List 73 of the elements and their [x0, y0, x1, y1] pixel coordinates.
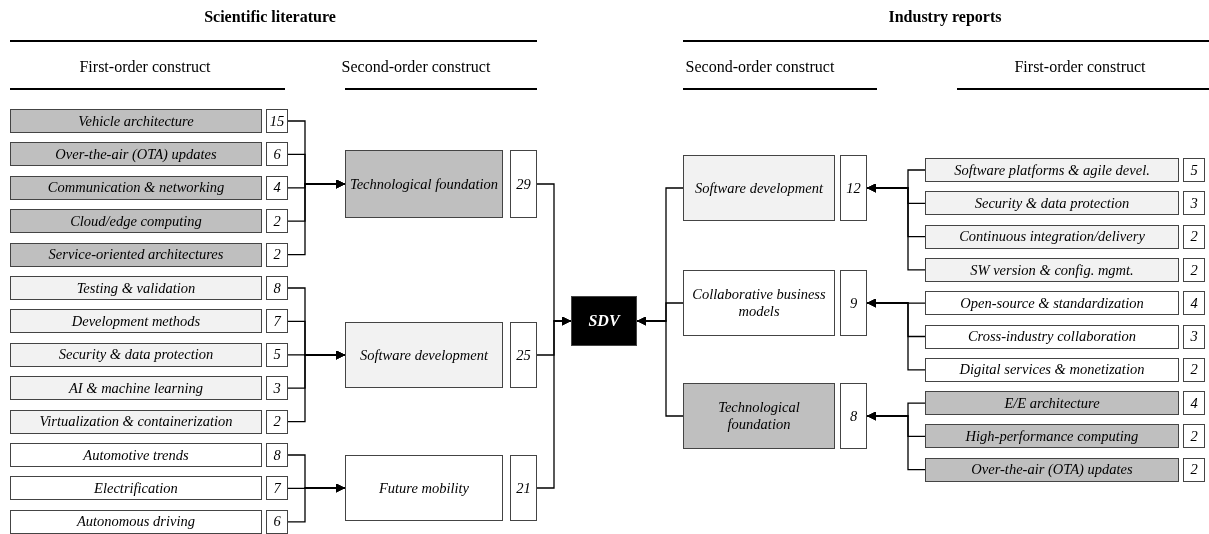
construct-box: Testing & validation [10, 276, 262, 300]
construct-box: Virtualization & containerization [10, 409, 262, 434]
construct-box: Technological foundation [345, 150, 503, 218]
construct-box: Cross-industry collaboration [925, 324, 1179, 349]
arrow [287, 179, 346, 256]
count-box: 3 [1183, 191, 1205, 216]
construct-box: Service-oriented architectures [10, 242, 262, 267]
count-box: 29 [510, 150, 537, 218]
arrow [866, 298, 926, 371]
construct-box: Cloud/edge computing [10, 209, 262, 234]
construct-box: AI & machine learning [10, 376, 262, 401]
count-box: 21 [510, 455, 537, 521]
construct-box: Vehicle architecture [10, 109, 262, 133]
count-box: 2 [266, 209, 288, 234]
arrow [536, 316, 572, 489]
count-box: 8 [266, 276, 288, 300]
count-box: 12 [840, 155, 867, 221]
construct-box: Open-source & standardization [925, 291, 1179, 316]
construct-box: Software platforms & agile devel. [925, 158, 1179, 182]
construct-box: Development methods [10, 309, 262, 334]
count-box: 2 [266, 242, 288, 267]
construct-box: Continuous integration/delivery [925, 224, 1179, 249]
construct-box: Collaborative business models [683, 270, 835, 336]
count-box: 2 [1183, 224, 1205, 249]
count-box: 6 [266, 509, 288, 534]
count-box: 7 [266, 309, 288, 334]
construct-box: Digital services & monetization [925, 357, 1179, 382]
count-box: 2 [1183, 424, 1205, 449]
column-heading: Second-order construct [684, 58, 836, 76]
construct-box: Software development [683, 155, 835, 221]
arrow [287, 350, 346, 423]
arrow [866, 411, 926, 471]
count-box: 8 [840, 383, 867, 449]
count-box: 8 [266, 443, 288, 467]
count-box: 3 [266, 376, 288, 401]
count-box: 4 [1183, 291, 1205, 316]
arrow [287, 483, 346, 523]
section-heading: Scientific literature [203, 8, 337, 26]
count-box: 2 [1183, 457, 1205, 482]
construct-box: Technological foundation [683, 383, 835, 449]
column-heading: First-order construct [1013, 58, 1147, 76]
construct-box: High-performance computing [925, 424, 1179, 449]
construct-box: SW version & config. mgmt. [925, 257, 1179, 282]
count-box: 4 [1183, 391, 1205, 416]
count-box: 4 [266, 175, 288, 200]
count-box: 25 [510, 322, 537, 388]
construct-box: Security & data protection [10, 342, 262, 367]
count-box: 6 [266, 142, 288, 167]
construct-box: Security & data protection [925, 191, 1179, 216]
column-heading: Second-order construct [340, 58, 492, 76]
construct-box: Electrification [10, 476, 262, 501]
count-box: 5 [1183, 158, 1205, 182]
count-box: 2 [1183, 257, 1205, 282]
construct-box: E/E architecture [925, 391, 1179, 416]
count-box: 2 [1183, 357, 1205, 382]
count-box: 7 [266, 476, 288, 501]
construct-box: Over-the-air (OTA) updates [925, 457, 1179, 482]
count-box: 5 [266, 342, 288, 367]
construct-box: Autonomous driving [10, 509, 262, 534]
count-box: 15 [266, 109, 288, 133]
arrow [866, 183, 926, 271]
count-box: 3 [1183, 324, 1205, 349]
construct-box: Future mobility [345, 455, 503, 521]
count-box: 9 [840, 270, 867, 336]
construct-box: SDV [571, 296, 637, 346]
construct-box: Communication & networking [10, 175, 262, 200]
arrow [636, 316, 684, 417]
construct-box: Software development [345, 322, 503, 388]
count-box: 2 [266, 409, 288, 434]
construct-box: Automotive trends [10, 443, 262, 467]
column-heading: First-order construct [78, 58, 212, 76]
construct-box: Over-the-air (OTA) updates [10, 142, 262, 167]
section-heading: Industry reports [887, 8, 1003, 26]
